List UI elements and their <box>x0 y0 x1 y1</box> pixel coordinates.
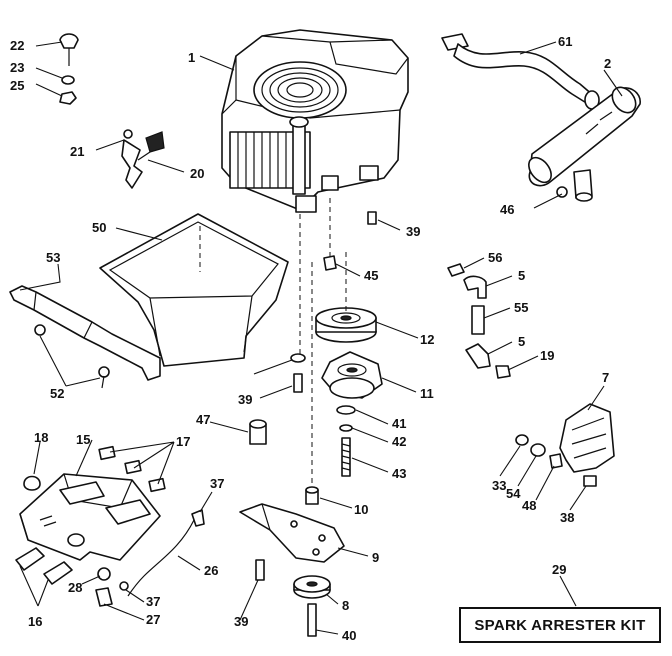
callout-29: 29 <box>552 562 566 577</box>
push-rivet-part <box>59 33 79 66</box>
callout-41: 41 <box>392 416 406 431</box>
callout-28: 28 <box>68 580 82 595</box>
callout-labels: 1 2 5 5 7 8 9 10 11 12 15 16 17 18 19 20… <box>10 34 611 643</box>
muffler-screw-part <box>556 186 568 198</box>
exhaust-pipe-part <box>441 33 600 110</box>
fuel-line-parts <box>447 263 511 379</box>
callout-50: 50 <box>92 220 106 235</box>
control-panel-part <box>19 473 161 561</box>
callout-16: 16 <box>28 614 42 629</box>
callout-8: 8 <box>342 598 349 613</box>
washer-part-24 <box>290 353 306 363</box>
callout-9: 9 <box>372 550 379 565</box>
retainer-part <box>119 581 129 591</box>
callout-10: 10 <box>354 502 368 517</box>
callout-27: 27 <box>146 612 160 627</box>
spark-arrester-kit-box: SPARK ARRESTER KIT <box>459 607 661 643</box>
callout-54: 54 <box>506 486 521 501</box>
bolt-part-39-top <box>367 211 377 225</box>
cable-clip-part <box>95 587 113 607</box>
washer-part-42 <box>339 424 353 432</box>
callout-1: 1 <box>188 50 195 65</box>
callout-53: 53 <box>46 250 60 265</box>
handle-grip-parts <box>15 547 73 585</box>
callout-23: 23 <box>10 60 24 75</box>
callout-19: 19 <box>540 348 554 363</box>
spacer-part-10 <box>305 486 319 505</box>
throttle-bracket-part <box>121 129 165 189</box>
washer-part-33 <box>515 434 529 446</box>
callout-2: 2 <box>604 56 611 71</box>
callout-18: 18 <box>34 430 48 445</box>
idler-pulley-part <box>293 575 331 599</box>
callout-11: 11 <box>420 386 434 401</box>
bolt-part-38 <box>583 475 597 487</box>
debris-shield-part <box>99 213 289 367</box>
callout-5a: 5 <box>518 268 525 283</box>
callout-37b: 37 <box>146 594 160 609</box>
callout-17: 17 <box>176 434 190 449</box>
callout-37a: 37 <box>210 476 224 491</box>
bushing-part <box>97 567 111 581</box>
callout-21: 21 <box>70 144 84 159</box>
engine-part <box>221 29 409 213</box>
callout-43: 43 <box>392 466 406 481</box>
muffler-part <box>528 86 641 202</box>
callout-5b: 5 <box>518 334 525 349</box>
bolt-part-39-low <box>255 559 265 581</box>
spark-arrester-kit-label: SPARK ARRESTER KIT <box>474 617 645 634</box>
nut-part-48 <box>549 453 563 469</box>
mounting-bracket-part <box>9 285 161 389</box>
callout-56: 56 <box>488 250 502 265</box>
nut-part <box>59 91 77 105</box>
throttle-cable-part <box>127 509 205 597</box>
callout-55: 55 <box>514 300 528 315</box>
callout-39c: 39 <box>234 614 248 629</box>
knob-part <box>23 475 41 491</box>
leader-lines <box>19 41 623 635</box>
callout-45: 45 <box>364 268 378 283</box>
callout-46: 46 <box>500 202 514 217</box>
callout-40: 40 <box>342 628 356 643</box>
callout-12: 12 <box>420 332 434 347</box>
callout-15: 15 <box>76 432 90 447</box>
callout-7: 7 <box>602 370 609 385</box>
callout-20: 20 <box>190 166 204 181</box>
spacer-part-47 <box>249 419 267 445</box>
nut-part-45 <box>323 255 337 271</box>
callout-39a: 39 <box>406 224 420 239</box>
callout-47: 47 <box>196 412 210 427</box>
callout-26: 26 <box>204 563 218 578</box>
callout-48: 48 <box>522 498 536 513</box>
idler-bracket-part <box>239 503 345 563</box>
washer-part-41 <box>336 405 356 415</box>
washer-part <box>61 75 75 85</box>
bolt-part-39-mid <box>293 373 303 393</box>
callout-38: 38 <box>560 510 574 525</box>
callout-25: 25 <box>10 78 24 93</box>
callout-42: 42 <box>392 434 406 449</box>
callout-61: 61 <box>558 34 572 49</box>
callout-52: 52 <box>50 386 64 401</box>
bolt-part-43 <box>341 437 351 477</box>
bolt-part-40 <box>307 603 317 637</box>
callout-39b: 39 <box>238 392 252 407</box>
electric-clutch-part <box>321 351 383 399</box>
callout-22: 22 <box>10 38 24 53</box>
callout-33: 33 <box>492 478 506 493</box>
drive-pulley-part <box>315 307 377 343</box>
washer-part-54 <box>530 443 546 457</box>
pivot-bracket-part <box>559 403 615 473</box>
